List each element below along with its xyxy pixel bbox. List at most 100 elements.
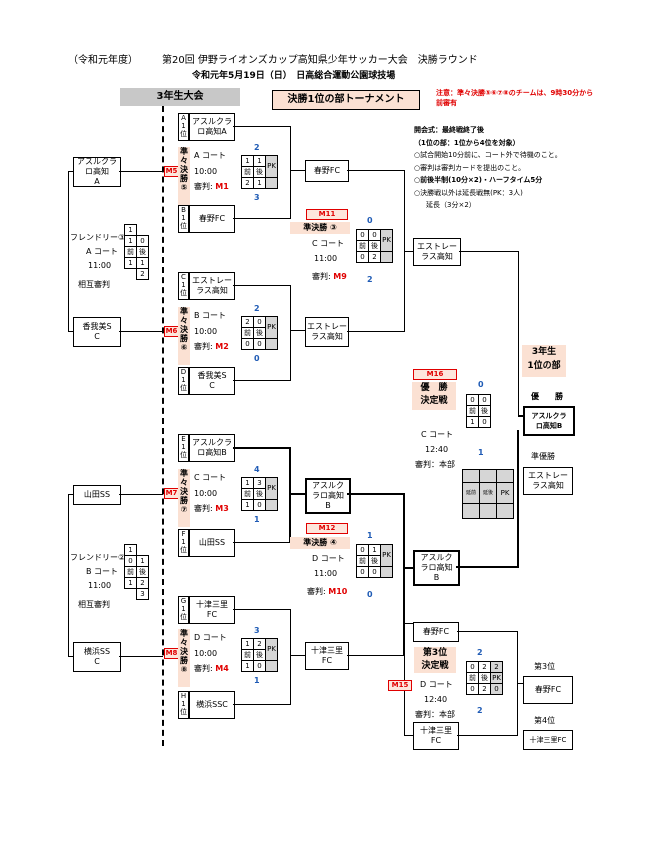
sf-score-top: 1 [367, 531, 373, 540]
third-place-team: 春野FC [523, 676, 573, 704]
match-tag: M16 [413, 369, 457, 380]
qf-ref: 審判: M2 [194, 342, 229, 351]
grade-label: 3年生大会 [120, 88, 240, 106]
seed-team: 十津三里 FC [189, 596, 235, 624]
qf-label: 準 々 決 勝 ⑤ [178, 147, 190, 205]
sf-score-bottom: 0 [367, 590, 373, 599]
notice-text: 注意：準々決勝⑤⑥⑦⑧のチームは、9時30分から前審有 [436, 89, 594, 107]
seed-rank: A 1 位 [178, 113, 189, 141]
third-score-bottom: 2 [477, 706, 483, 715]
match-tag: M5 [164, 166, 179, 177]
seed-rank: E 1 位 [178, 434, 189, 462]
left-team: 香我美S C [73, 317, 121, 347]
qf-winner: 十津三里 FC [305, 642, 349, 670]
champion-team: アスルクラ ロ高知B [523, 406, 575, 436]
left-team: 横浜SS C [73, 642, 121, 672]
seed-rank: D 1 位 [178, 367, 189, 395]
sf-label: 準決勝 ③ [290, 222, 350, 234]
qf-score-top: 4 [254, 465, 260, 474]
sf-time: 11:00 [314, 254, 338, 263]
header-era: （令和元年度） [68, 55, 138, 66]
qf-court: C コート [194, 473, 227, 482]
friendly-time: 11:00 [88, 261, 112, 270]
final-score-top: 0 [478, 380, 484, 389]
qf-label: 準 々 決 勝 ⑦ [178, 469, 190, 527]
qf-score-bottom: 0 [254, 354, 260, 363]
qf-winner: 春野FC [305, 160, 349, 182]
seed-team: 山田SS [189, 529, 235, 557]
match-tag: M6 [164, 326, 179, 337]
sf-ref: 審判: M10 [307, 587, 348, 596]
seed-team: アスルクラ ロ高知B [189, 434, 235, 462]
runner-label: 準優勝 [531, 452, 555, 461]
sf-score-bottom: 2 [367, 275, 373, 284]
rule-line: （1位の部：1位から4位を対象） [414, 138, 520, 147]
match-tag: M15 [388, 680, 412, 691]
rule-line: ○審判は審判カードを提出のこと。 [414, 163, 526, 172]
sf-time: 11:00 [314, 569, 338, 578]
champion-label: 優 勝 [531, 392, 563, 401]
qf-time: 10:00 [194, 327, 218, 336]
qf-score-top: 2 [254, 304, 260, 313]
qf-court: A コート [194, 151, 227, 160]
seed-rank: C 1 位 [178, 272, 189, 300]
third-ref: 審判：本部 [415, 710, 455, 719]
header-title: 第20回 伊野ライオンズカップ高知県少年サッカー大会 決勝ラウンド [162, 55, 478, 66]
qf-score-bottom: 1 [254, 676, 260, 685]
third-time: 12:40 [424, 695, 448, 704]
sf-court: D コート [312, 554, 345, 563]
final-court: C コート [421, 430, 454, 439]
seed-rank: G 1 位 [178, 596, 189, 624]
third-court: D コート [420, 680, 453, 689]
qf-score-top: 2 [254, 143, 260, 152]
sf-label: 準決勝 ④ [290, 537, 350, 549]
seed-rank: F 1 位 [178, 529, 189, 557]
friendly-ref: 相互審判 [78, 280, 110, 289]
qf-ref: 審判: M1 [194, 182, 229, 191]
left-team: アスルクラロ高知 A [73, 157, 121, 187]
friendly-court: A コート [86, 247, 119, 256]
match-tag: M7 [164, 488, 179, 499]
sf-court: C コート [312, 239, 345, 248]
qf-ref: 審判: M3 [194, 504, 229, 513]
final-ref: 審判：本部 [415, 460, 455, 469]
qf-score-top: 3 [254, 626, 260, 635]
qf-label: 準 々 決 勝 ⑧ [178, 629, 190, 687]
seed-rank: B 1 位 [178, 205, 189, 233]
third-label: 第3位 決定戦 [414, 647, 456, 673]
sf-winner: アスルク ラロ高知 B [413, 550, 460, 586]
third-place-label: 第3位 [534, 662, 556, 671]
qf-winner: エストレー ラス高知 [305, 317, 349, 347]
qf-time: 10:00 [194, 649, 218, 658]
third-score-top: 2 [477, 648, 483, 657]
match-tag: M11 [306, 209, 348, 220]
seed-team: 春野FC [189, 205, 235, 233]
sf-ref: 審判: M9 [312, 272, 347, 281]
final-label: 優 勝 決定戦 [412, 382, 456, 410]
seed-team: エストレー ラス高知 [189, 272, 235, 300]
rule-line: ○試合開始10分前に、コート外で待機のこと。 [414, 151, 562, 159]
third-match-team: 春野FC [413, 622, 459, 642]
rule-line: ○決勝戦以外は延長戦無(PK：3人) [414, 188, 523, 197]
rule-line: ○前後半制(10分×2)・ハーフタイム5分 [414, 176, 543, 184]
tournament-label: 決勝1位の部トーナメント [272, 90, 420, 110]
friendly-title: フレンドリー③ [70, 233, 126, 242]
qf-label: 準 々 決 勝 ⑥ [178, 307, 190, 365]
qf-court: D コート [194, 633, 227, 642]
qf-ref: 審判: M4 [194, 664, 229, 673]
qf-score-bottom: 1 [254, 515, 260, 524]
match-tag: M12 [306, 523, 348, 534]
seed-team: 横浜SSC [189, 691, 235, 719]
friendly-court: B コート [86, 567, 119, 576]
left-team: 山田SS [73, 485, 121, 505]
rules-block: 開会式：最終戦終了後 （1位の部：1位から4位を対象） ○試合開始10分前に、コ… [414, 124, 614, 212]
divider-dashed [162, 106, 164, 746]
